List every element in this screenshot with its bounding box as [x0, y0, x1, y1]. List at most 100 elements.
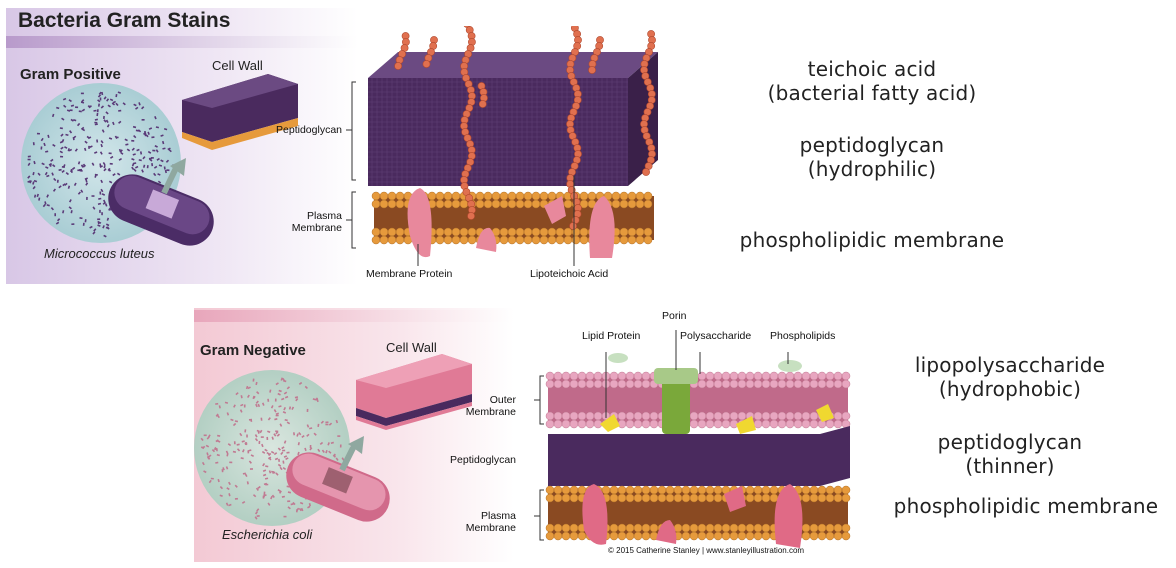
bacteria-dot: [224, 401, 229, 404]
bacteria-dot: [296, 433, 299, 437]
bacteria-dot: [163, 128, 168, 131]
bacteria-dot: [296, 507, 300, 512]
bacteria-dot: [153, 172, 157, 177]
lipid-head: [609, 523, 619, 533]
lipid-head: [633, 523, 643, 533]
lipid-head: [627, 191, 637, 201]
lipid-head: [619, 199, 629, 209]
lipid-head: [467, 227, 477, 237]
teichoic-bead: [394, 62, 403, 70]
lipid-head: [713, 411, 723, 421]
lipid-head: [729, 371, 739, 381]
lipid-head: [561, 523, 571, 533]
bacteria-dot: [154, 116, 157, 120]
bacteria-dot: [115, 102, 119, 107]
bacteria-dot: [301, 434, 305, 439]
lipid-head: [801, 379, 811, 389]
lipid-head: [395, 191, 405, 201]
bacteria-dot: [256, 515, 260, 518]
lipid-head: [753, 493, 763, 503]
lipid-head: [673, 485, 683, 495]
bacteria-dot: [74, 148, 78, 152]
lipid-head: [801, 411, 811, 421]
lipid-head: [617, 523, 627, 533]
bacteria-dot: [101, 193, 106, 196]
lipid-head: [753, 371, 763, 381]
lipid-head: [633, 493, 643, 503]
bacteria-dot: [205, 444, 210, 448]
bacteria-dot: [230, 418, 234, 422]
lipid-head: [833, 531, 843, 541]
bacteria-dot: [157, 180, 162, 184]
lipid-head: [705, 493, 715, 503]
lipid-head: [459, 199, 469, 209]
bacteria-dot: [270, 405, 274, 409]
bacteria-dot: [260, 436, 264, 438]
bacteria-dot: [241, 500, 246, 504]
bacteria-dot: [62, 183, 66, 187]
lipid-head: [625, 379, 635, 389]
lipid-head: [737, 411, 747, 421]
bacteria-dot: [52, 164, 56, 168]
bacteria-dot: [260, 417, 263, 421]
negative-note-peptidoglycan: peptidoglycan (thinner): [880, 430, 1140, 478]
bacteria-dot: [135, 106, 139, 110]
bacteria-dot: [82, 163, 87, 167]
lipid-head: [499, 199, 509, 209]
bacteria-dot: [27, 175, 31, 179]
bacteria-dot: [206, 436, 210, 440]
teichoic-bead: [467, 212, 475, 220]
bacteria-dot: [249, 468, 254, 470]
bacteria-dot: [137, 129, 142, 133]
negative-note-membrane: phospholipidic membrane: [886, 494, 1166, 518]
bacteria-dot: [216, 453, 220, 457]
bacteria-dot: [81, 108, 86, 112]
bacteria-dot: [49, 163, 52, 167]
bacteria-dot: [286, 421, 291, 425]
bacteria-dot: [135, 165, 139, 169]
bacteria-dot: [203, 470, 207, 474]
bacteria-dot: [50, 158, 54, 162]
bacteria-dot: [142, 164, 146, 168]
gram-positive-membrane-diagram: [346, 26, 658, 266]
bacteria-dot: [96, 109, 99, 113]
lipid-head: [833, 371, 843, 381]
lipid-head: [609, 371, 619, 381]
lipid-head: [609, 379, 619, 389]
bacteria-dot: [217, 478, 220, 483]
bacteria-dot: [138, 159, 142, 162]
lipid-head: [705, 379, 715, 389]
lipid-head: [619, 235, 629, 245]
lipid-head: [761, 485, 771, 495]
bacteria-dot: [263, 494, 267, 496]
lipid-head: [443, 191, 453, 201]
bacteria-dot: [226, 412, 230, 416]
bacteria-dot: [32, 171, 35, 176]
lipid-head: [713, 531, 723, 541]
lipid-head: [625, 493, 635, 503]
bacteria-dot: [320, 420, 324, 424]
bacteria-dot: [131, 147, 135, 151]
bacteria-dot: [46, 204, 50, 207]
bacteria-dot: [77, 191, 81, 195]
lipid-head: [777, 379, 787, 389]
bacteria-dot: [254, 511, 258, 515]
lipid-head: [593, 371, 603, 381]
bacteria-dot: [33, 179, 38, 183]
lipid-head: [809, 523, 819, 533]
bacteria-dot: [313, 432, 317, 436]
bacteria-dot: [226, 487, 230, 491]
bacteria-dot: [206, 452, 209, 456]
lipid-head: [451, 191, 461, 201]
lipid-head: [435, 191, 445, 201]
lipid-head: [785, 419, 795, 429]
bacteria-dot: [201, 461, 205, 466]
bacteria-dot: [88, 145, 90, 149]
bacteria-dot: [151, 136, 155, 139]
lipid-head: [745, 531, 755, 541]
lipid-head: [499, 235, 509, 245]
lipid-head: [761, 371, 771, 381]
note-line: (hydrophilic): [807, 157, 937, 181]
bacteria-dot: [263, 491, 266, 495]
lipid-head: [563, 235, 573, 245]
